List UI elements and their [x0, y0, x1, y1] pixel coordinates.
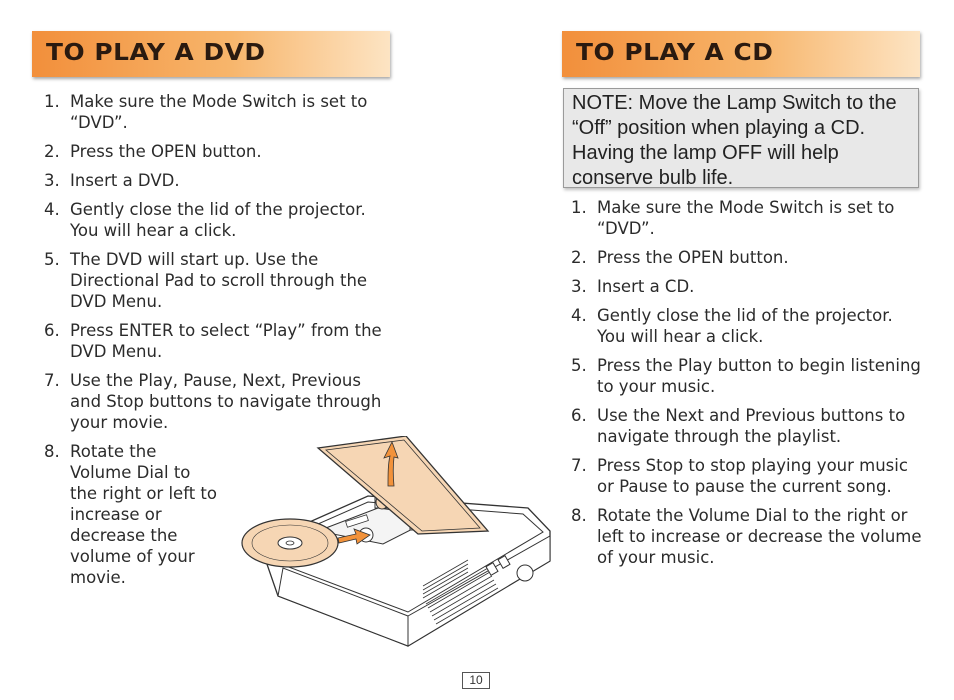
list-item: 1.Make sure the Mode Switch is set to “D… [44, 92, 368, 132]
list-item: 2.Press the OPEN button. [571, 248, 789, 267]
cd-section-title: TO PLAY A CD [576, 40, 774, 66]
cd-steps-list: 1.Make sure the Mode Switch is set to “D… [571, 197, 923, 576]
list-item: 5.Press the Play button to begin listeni… [571, 356, 921, 396]
vent-grille [425, 567, 499, 625]
list-item: 6.Use the Next and Previous buttons to n… [571, 406, 906, 446]
cd-section-banner: TO PLAY A CD [562, 31, 920, 77]
list-item: 3.Insert a CD. [571, 277, 695, 296]
page-number: 10 [462, 672, 490, 689]
dvd-section-banner: TO PLAY A DVD [32, 31, 390, 77]
list-item: 6.Press ENTER to select “Play” from the … [44, 321, 382, 361]
projector-lid [316, 436, 490, 535]
list-item: 2.Press the OPEN button. [44, 142, 262, 161]
list-item: 5.The DVD will start up. Use the Directi… [44, 250, 368, 311]
control-buttons [485, 554, 534, 582]
list-item: 7.Use the Play, Pause, Next, Previous an… [44, 371, 382, 432]
list-item: 4.Gently close the lid of the projector.… [44, 200, 366, 240]
insert-disc-arrow [337, 528, 371, 545]
list-item: 3.Insert a DVD. [44, 171, 180, 190]
list-item: 1.Make sure the Mode Switch is set to “D… [571, 198, 895, 238]
lamp-note-box: NOTE: Move the Lamp Switch to the “Off” … [563, 88, 919, 189]
dvd-disc [241, 518, 339, 568]
projector-illustration [241, 436, 551, 647]
open-lid-arrow [383, 441, 399, 487]
list-item: 8.Rotate the Volume Dial to the right or… [44, 442, 217, 587]
dvd-steps-list: 1.Make sure the Mode Switch is set to “D… [44, 91, 389, 596]
list-item: 7.Press Stop to stop playing your music … [571, 456, 908, 496]
list-item: 4.Gently close the lid of the projector.… [571, 306, 893, 346]
dvd-section-title: TO PLAY A DVD [46, 40, 266, 66]
list-item: 8.Rotate the Volume Dial to the right or… [571, 506, 922, 567]
